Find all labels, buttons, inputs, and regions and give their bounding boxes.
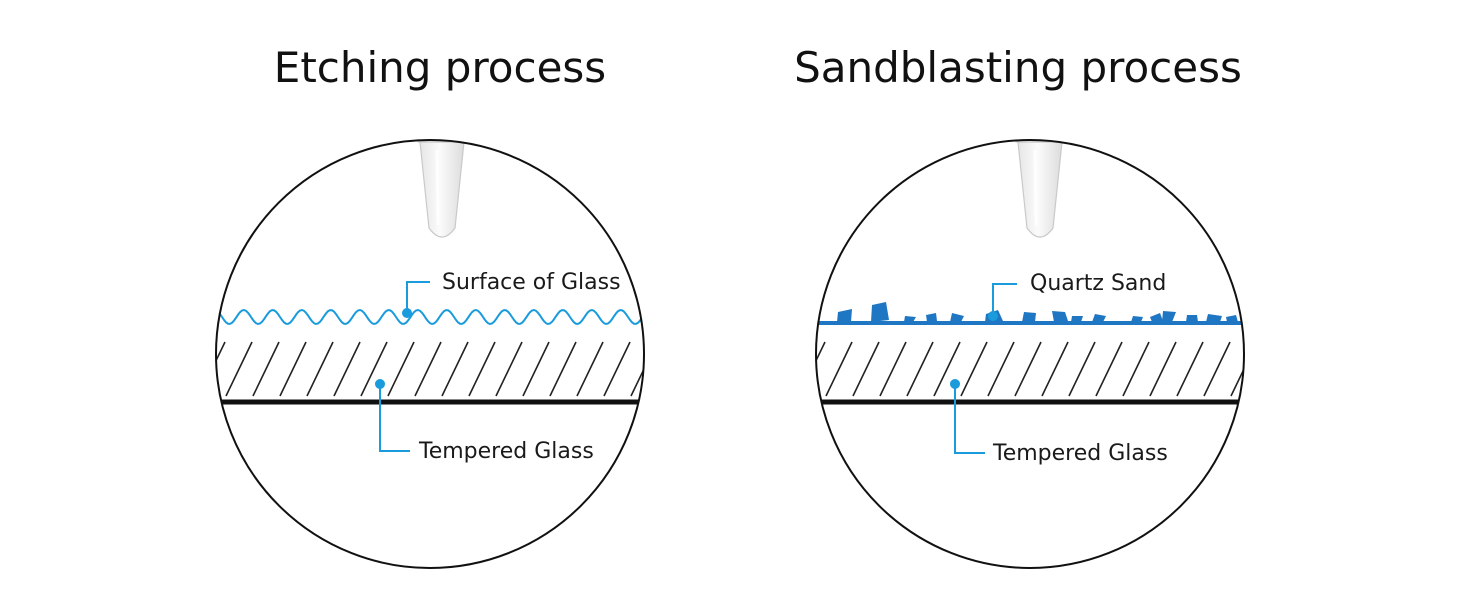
hatch-line (1176, 341, 1204, 397)
pencil-tip-left (417, 140, 467, 238)
hatch-line (441, 341, 469, 397)
hatch-line (816, 341, 826, 397)
callout-glass-right: Tempered Glass (950, 379, 1168, 466)
hatch-line (333, 341, 361, 397)
hatch-line (1068, 341, 1096, 397)
quartz-sand-label: Quartz Sand (1030, 271, 1166, 296)
sandblasting-title: Sandblasting process (794, 43, 1242, 92)
etched-surface-wave (216, 308, 644, 326)
hatch-line (306, 341, 334, 397)
hatch-line (879, 341, 907, 397)
tempered-glass-label-left: Tempered Glass (418, 439, 594, 464)
lens-circle-right (815, 139, 1245, 569)
hatch-line (522, 341, 550, 397)
hatch-line (576, 341, 604, 397)
quartz-sand-particles (837, 302, 1238, 322)
hatch-line (225, 341, 253, 397)
hatch-line (1041, 341, 1069, 397)
hatch-line (216, 341, 226, 397)
lens-circle-left (215, 139, 645, 569)
tempered-glass-label-right: Tempered Glass (992, 441, 1168, 466)
tempered-glass-hatching-right (816, 341, 1244, 397)
hatch-line (495, 341, 523, 397)
surface-of-glass-label: Surface of Glass (442, 270, 621, 295)
hatch-line (414, 341, 442, 397)
etching-panel: Surface of Glass Tempered Glass (215, 139, 645, 569)
hatch-line (630, 341, 644, 397)
callout-surface-left: Surface of Glass (402, 270, 621, 318)
hatch-line (603, 341, 631, 397)
hatch-line (279, 341, 307, 397)
hatch-line (1230, 341, 1244, 397)
sandblasting-panel: Quartz Sand Tempered Glass (815, 139, 1245, 569)
hatch-line (252, 341, 280, 397)
callout-sand: Quartz Sand (988, 271, 1166, 321)
etching-title: Etching process (273, 43, 607, 92)
hatch-line (549, 341, 577, 397)
hatch-line (1014, 341, 1042, 397)
hatch-line (468, 341, 496, 397)
hatch-line (852, 341, 880, 397)
hatch-line (360, 341, 388, 397)
hatch-line (960, 341, 988, 397)
hatch-line (1149, 341, 1177, 397)
callout-glass-left: Tempered Glass (375, 379, 594, 464)
hatch-line (987, 341, 1015, 397)
hatch-line (906, 341, 934, 397)
hatch-line (825, 341, 853, 397)
hatch-line (387, 341, 415, 397)
tempered-glass-hatching-left (216, 341, 644, 397)
hatch-line (1095, 341, 1123, 397)
hatch-line (1122, 341, 1150, 397)
pencil-tip-right (1015, 140, 1065, 238)
hatch-line (1203, 341, 1231, 397)
hatch-line (933, 341, 961, 397)
